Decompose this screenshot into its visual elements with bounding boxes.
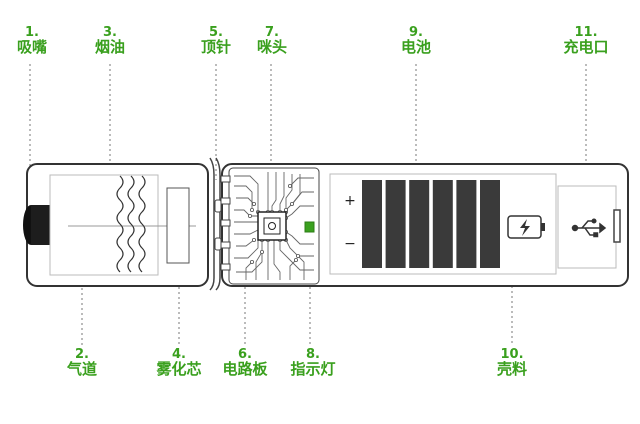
label-number: 5.: [209, 25, 223, 40]
leader-lines-bottom: [81, 228, 513, 345]
label-mic: 7. 咪头: [248, 26, 296, 55]
label-number: 11.: [574, 25, 598, 40]
circuit-trace: [285, 205, 314, 219]
circuit-trace: [285, 231, 314, 245]
circuit-trace: [245, 261, 253, 280]
circuit-via: [249, 207, 254, 212]
label-text: 电路板: [222, 359, 268, 378]
charge-port: [557, 185, 617, 269]
label-battery: 9. 电池: [392, 26, 440, 55]
circuit-via: [247, 213, 252, 218]
label-number: 4.: [172, 347, 186, 362]
battery-cells: [362, 180, 500, 268]
circuit-via: [283, 207, 288, 212]
circuit-via: [251, 237, 256, 242]
microphone-icon: [263, 217, 281, 235]
label-airway: 2. 气道: [58, 348, 106, 377]
circuit-trace: [234, 240, 259, 259]
circuit-via: [259, 249, 264, 254]
circuit-via: [295, 253, 300, 258]
label-charge-port: 11. 充电口: [554, 26, 618, 55]
circuit-trace: [236, 197, 255, 205]
label-text: 气道: [66, 359, 97, 378]
label-number: 3.: [103, 25, 117, 40]
label-number: 1.: [25, 25, 39, 40]
label-circuit: 6. 电路板: [214, 348, 276, 377]
circuit-trace: [289, 259, 297, 280]
circuit-via: [251, 201, 256, 206]
label-text: 壳料: [496, 359, 527, 378]
circuit-trace: [236, 239, 255, 247]
label-oil: 3. 烟油: [86, 26, 134, 55]
circuit-trace: [285, 191, 314, 211]
label-indicator: 8. 指示灯: [282, 348, 344, 377]
circuit-trace: [255, 251, 263, 280]
circuit-via: [287, 183, 292, 188]
label-text: 吸嘴: [16, 37, 47, 56]
label-number: 10.: [500, 347, 524, 362]
circuit-trace: [234, 209, 258, 217]
circuit-trace: [285, 239, 314, 257]
connector-rails: [209, 157, 221, 291]
label-number: 7.: [265, 25, 279, 40]
label-number: 9.: [409, 25, 423, 40]
label-text: 咪头: [256, 37, 287, 56]
label-top-pin: 5. 顶针: [192, 26, 240, 55]
battery-cell: [409, 180, 430, 268]
label-number: 2.: [75, 347, 89, 362]
circuit-trace: [289, 177, 314, 187]
label-text: 顶针: [200, 37, 231, 56]
circuit-trace: [271, 172, 277, 212]
oil-waves: [116, 175, 146, 273]
board-pins: [220, 175, 231, 271]
indicator-led: [304, 221, 315, 233]
battery-minus: −: [344, 236, 356, 252]
circuit-trace: [273, 240, 281, 280]
circuit-trace: [234, 185, 253, 210]
battery-charging-icon: [507, 215, 545, 239]
label-number: 6.: [238, 347, 252, 362]
circuit-trace: [279, 240, 314, 271]
circuit-board: [220, 167, 320, 285]
battery-plus: +: [344, 193, 356, 209]
atomizer-core: [166, 187, 190, 264]
label-text: 电池: [400, 37, 431, 56]
label-shell: 10. 壳料: [488, 348, 536, 377]
label-number: 8.: [306, 347, 320, 362]
circuit-trace: [279, 172, 285, 212]
label-atomizer: 4. 雾化芯: [148, 348, 210, 377]
label-text: 指示灯: [290, 359, 336, 378]
circuit-trace: [285, 174, 293, 212]
label-text: 充电口: [563, 37, 609, 56]
battery-cell: [480, 180, 500, 268]
battery-cell: [456, 180, 477, 268]
circuit-via: [289, 201, 294, 206]
battery-cell: [362, 180, 382, 268]
circuit-via: [293, 257, 298, 262]
label-text: 烟油: [94, 37, 125, 56]
battery-cell: [385, 180, 406, 268]
charge-port-edge: [613, 209, 621, 243]
top-pin: [214, 199, 222, 251]
usb-icon: [571, 218, 607, 238]
circuit-trace: [234, 175, 259, 212]
label-mouthpiece: 1. 吸嘴: [8, 26, 56, 55]
label-text: 雾化芯: [156, 359, 202, 378]
battery-cell: [432, 180, 453, 268]
circuit-trace: [234, 229, 259, 235]
circuit-trace: [297, 255, 305, 280]
circuit-via: [249, 259, 254, 264]
